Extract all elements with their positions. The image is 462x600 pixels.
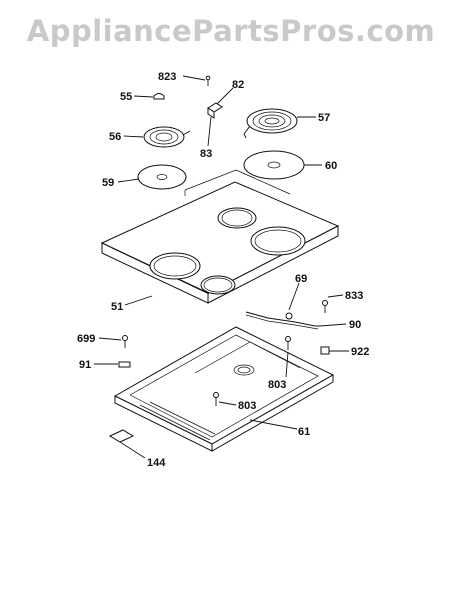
surface-unit-56 [143,126,191,148]
callout-56: 56 [109,131,121,143]
surface-unit-57 [243,108,298,139]
bottom-pan-part [113,326,335,452]
callout-833: 833 [345,290,363,302]
plate-144 [108,429,135,443]
callout-144: 144 [147,457,166,469]
callout-69: 69 [295,273,307,285]
receptacle-82 [207,102,223,119]
callout-91: 91 [79,359,91,371]
nut-922 [320,346,330,355]
drip-pan-59 [137,164,187,190]
screw-803-upper [285,336,291,350]
callout-699: 699 [77,333,95,345]
callout-82: 82 [232,79,244,91]
callout-51: 51 [111,301,123,313]
callout-55: 55 [120,91,132,103]
clip-91 [118,361,131,368]
screw-823 [205,75,211,86]
screw-833 [322,300,328,313]
screw-803-lower [213,392,219,406]
watermark: AppliancePartsPros.com [26,14,436,48]
drip-pan-60 [243,150,305,180]
callout-61: 61 [298,426,310,438]
leader-lines [94,75,349,459]
callout-803-lower: 803 [238,400,256,412]
clip-55 [153,93,165,100]
callout-60: 60 [325,160,337,172]
callout-59: 59 [102,177,114,189]
callout-823: 823 [158,71,176,83]
callout-90: 90 [349,319,361,331]
main-top-part [100,169,340,304]
callout-57: 57 [318,112,330,124]
callout-922: 922 [351,346,369,358]
callout-803-upper: 803 [268,379,286,391]
callout-83: 83 [200,148,212,160]
screw-699 [122,335,128,348]
brace-90 [245,311,320,330]
